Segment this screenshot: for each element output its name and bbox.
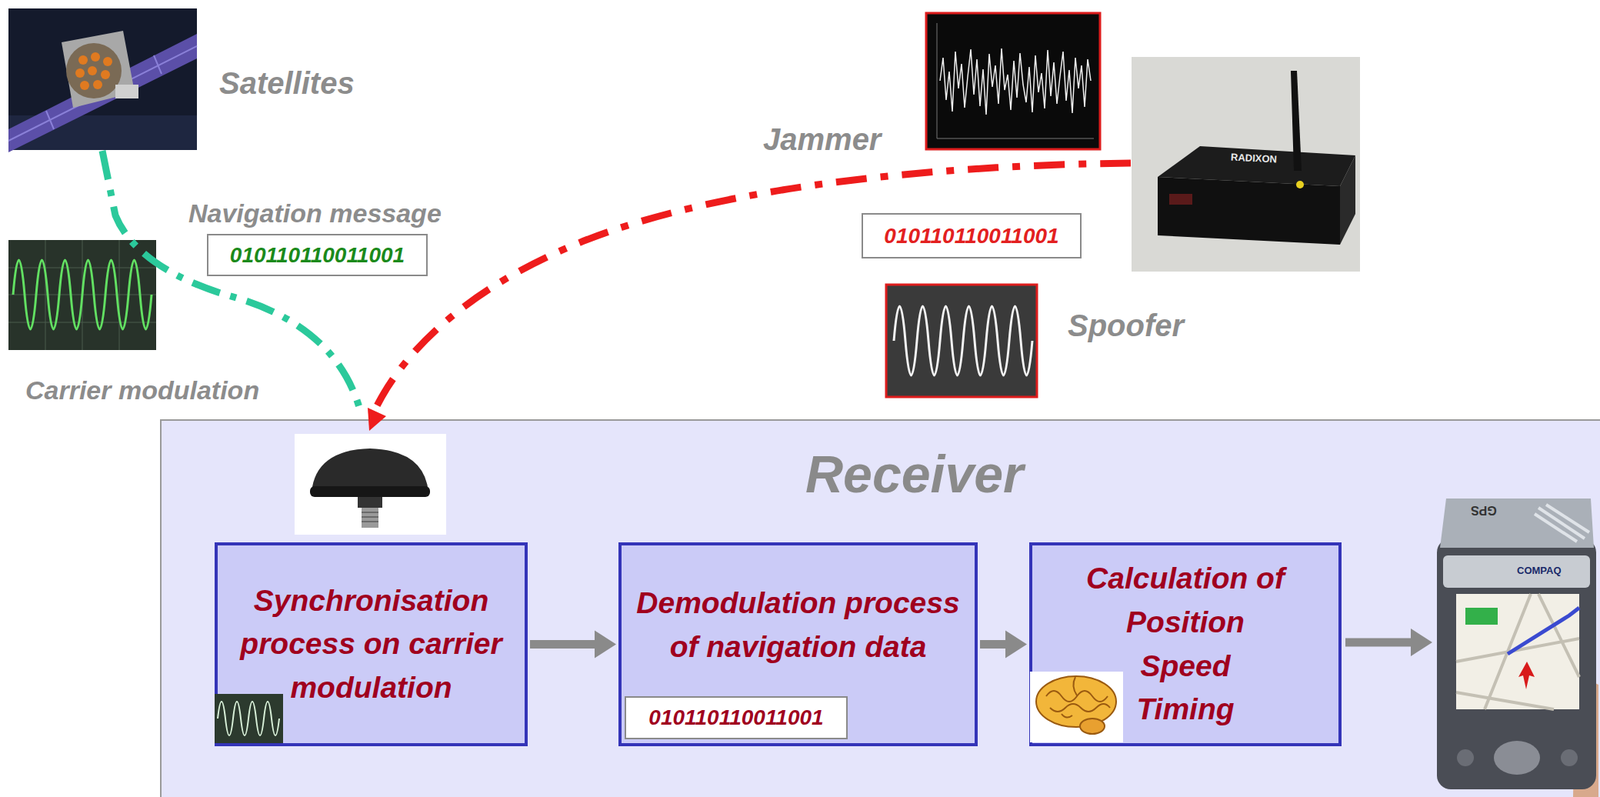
band-title: Receiver bbox=[805, 443, 1024, 504]
bit-string: 010110110011001 bbox=[230, 243, 405, 268]
jammer-noise-plot bbox=[926, 13, 1100, 150]
bit-box: 010110110011001 bbox=[861, 213, 1082, 259]
process-box: Demodulation process of navigation data 0… bbox=[618, 542, 978, 747]
bit-box: Navigation message010110110011001 bbox=[206, 233, 428, 277]
brand-mark: COMPAQ bbox=[1516, 564, 1562, 577]
spoofer-oscilloscope bbox=[886, 284, 1037, 397]
spoofer-device-picture bbox=[1169, 193, 1193, 205]
spoofer-device-picture bbox=[1131, 56, 1360, 272]
part-label: Carrier modulation bbox=[25, 375, 260, 406]
satellite-picture bbox=[115, 84, 139, 99]
spoofer-device-picture bbox=[1131, 56, 1360, 272]
satellite-picture bbox=[100, 70, 110, 80]
part-label: Jammer bbox=[763, 122, 881, 157]
green-oscilloscope bbox=[8, 240, 157, 350]
satellite-picture bbox=[80, 80, 90, 90]
spoofer-device-picture bbox=[1157, 176, 1340, 245]
satellite-picture bbox=[8, 8, 197, 153]
spoofer-oscilloscope bbox=[893, 306, 1033, 376]
process-box: Synchronisation process on carrier modul… bbox=[214, 542, 528, 747]
jammer-signal-path bbox=[372, 163, 1131, 416]
satellite-picture bbox=[8, 8, 197, 150]
spoofer-device-picture bbox=[1340, 155, 1356, 245]
satellite-picture bbox=[8, 33, 197, 153]
bit-string: 010110110011001 bbox=[883, 223, 1059, 249]
node-heading: Navigation message bbox=[188, 198, 442, 229]
receiver-band: ReceiverSynchronisation process on carri… bbox=[160, 419, 1600, 797]
part-label: Spoofer bbox=[1067, 308, 1184, 344]
satellite-picture bbox=[8, 46, 197, 141]
process-box: Calculation ofPosition Speed Timing bbox=[1029, 542, 1342, 747]
bit-string: 010110110011001 bbox=[648, 705, 824, 730]
part-label: Satellites bbox=[219, 66, 355, 101]
jammer-noise-plot bbox=[936, 23, 1094, 139]
jammer-noise-plot bbox=[926, 13, 1100, 150]
satellite-picture bbox=[90, 52, 100, 62]
green-oscilloscope bbox=[8, 240, 157, 350]
process-text: Calculation of bbox=[1086, 556, 1285, 601]
process-text: Position Speed Timing bbox=[1126, 600, 1245, 732]
green-oscilloscope bbox=[8, 240, 157, 350]
satellite-picture bbox=[153, 55, 162, 74]
satellite-picture bbox=[103, 56, 113, 67]
process-text: Synchronisation process on carrier modul… bbox=[228, 579, 514, 710]
satellite-picture bbox=[61, 30, 135, 108]
spoofer-device-picture bbox=[1296, 180, 1304, 189]
jammer-signal-path bbox=[367, 163, 1131, 431]
brand-mark: RADIXON bbox=[1230, 150, 1278, 165]
satellite-picture bbox=[87, 66, 97, 76]
process-text: Demodulation process of navigation data bbox=[630, 581, 966, 669]
satellite-picture bbox=[93, 80, 103, 90]
satellite-picture bbox=[46, 110, 54, 130]
spoofer-device-picture bbox=[1290, 70, 1302, 171]
jammer-noise-plot bbox=[940, 48, 1091, 115]
spoofer-device-picture bbox=[1157, 146, 1356, 187]
satellite-picture bbox=[78, 55, 88, 65]
brand-mark: GPS bbox=[1470, 503, 1497, 517]
satellite-picture bbox=[75, 68, 85, 78]
green-oscilloscope bbox=[13, 260, 152, 330]
satellite-picture bbox=[66, 43, 122, 99]
spoofer-oscilloscope bbox=[886, 284, 1037, 397]
bit-box: 010110110011001 bbox=[624, 696, 848, 740]
satellite-picture bbox=[8, 115, 197, 150]
